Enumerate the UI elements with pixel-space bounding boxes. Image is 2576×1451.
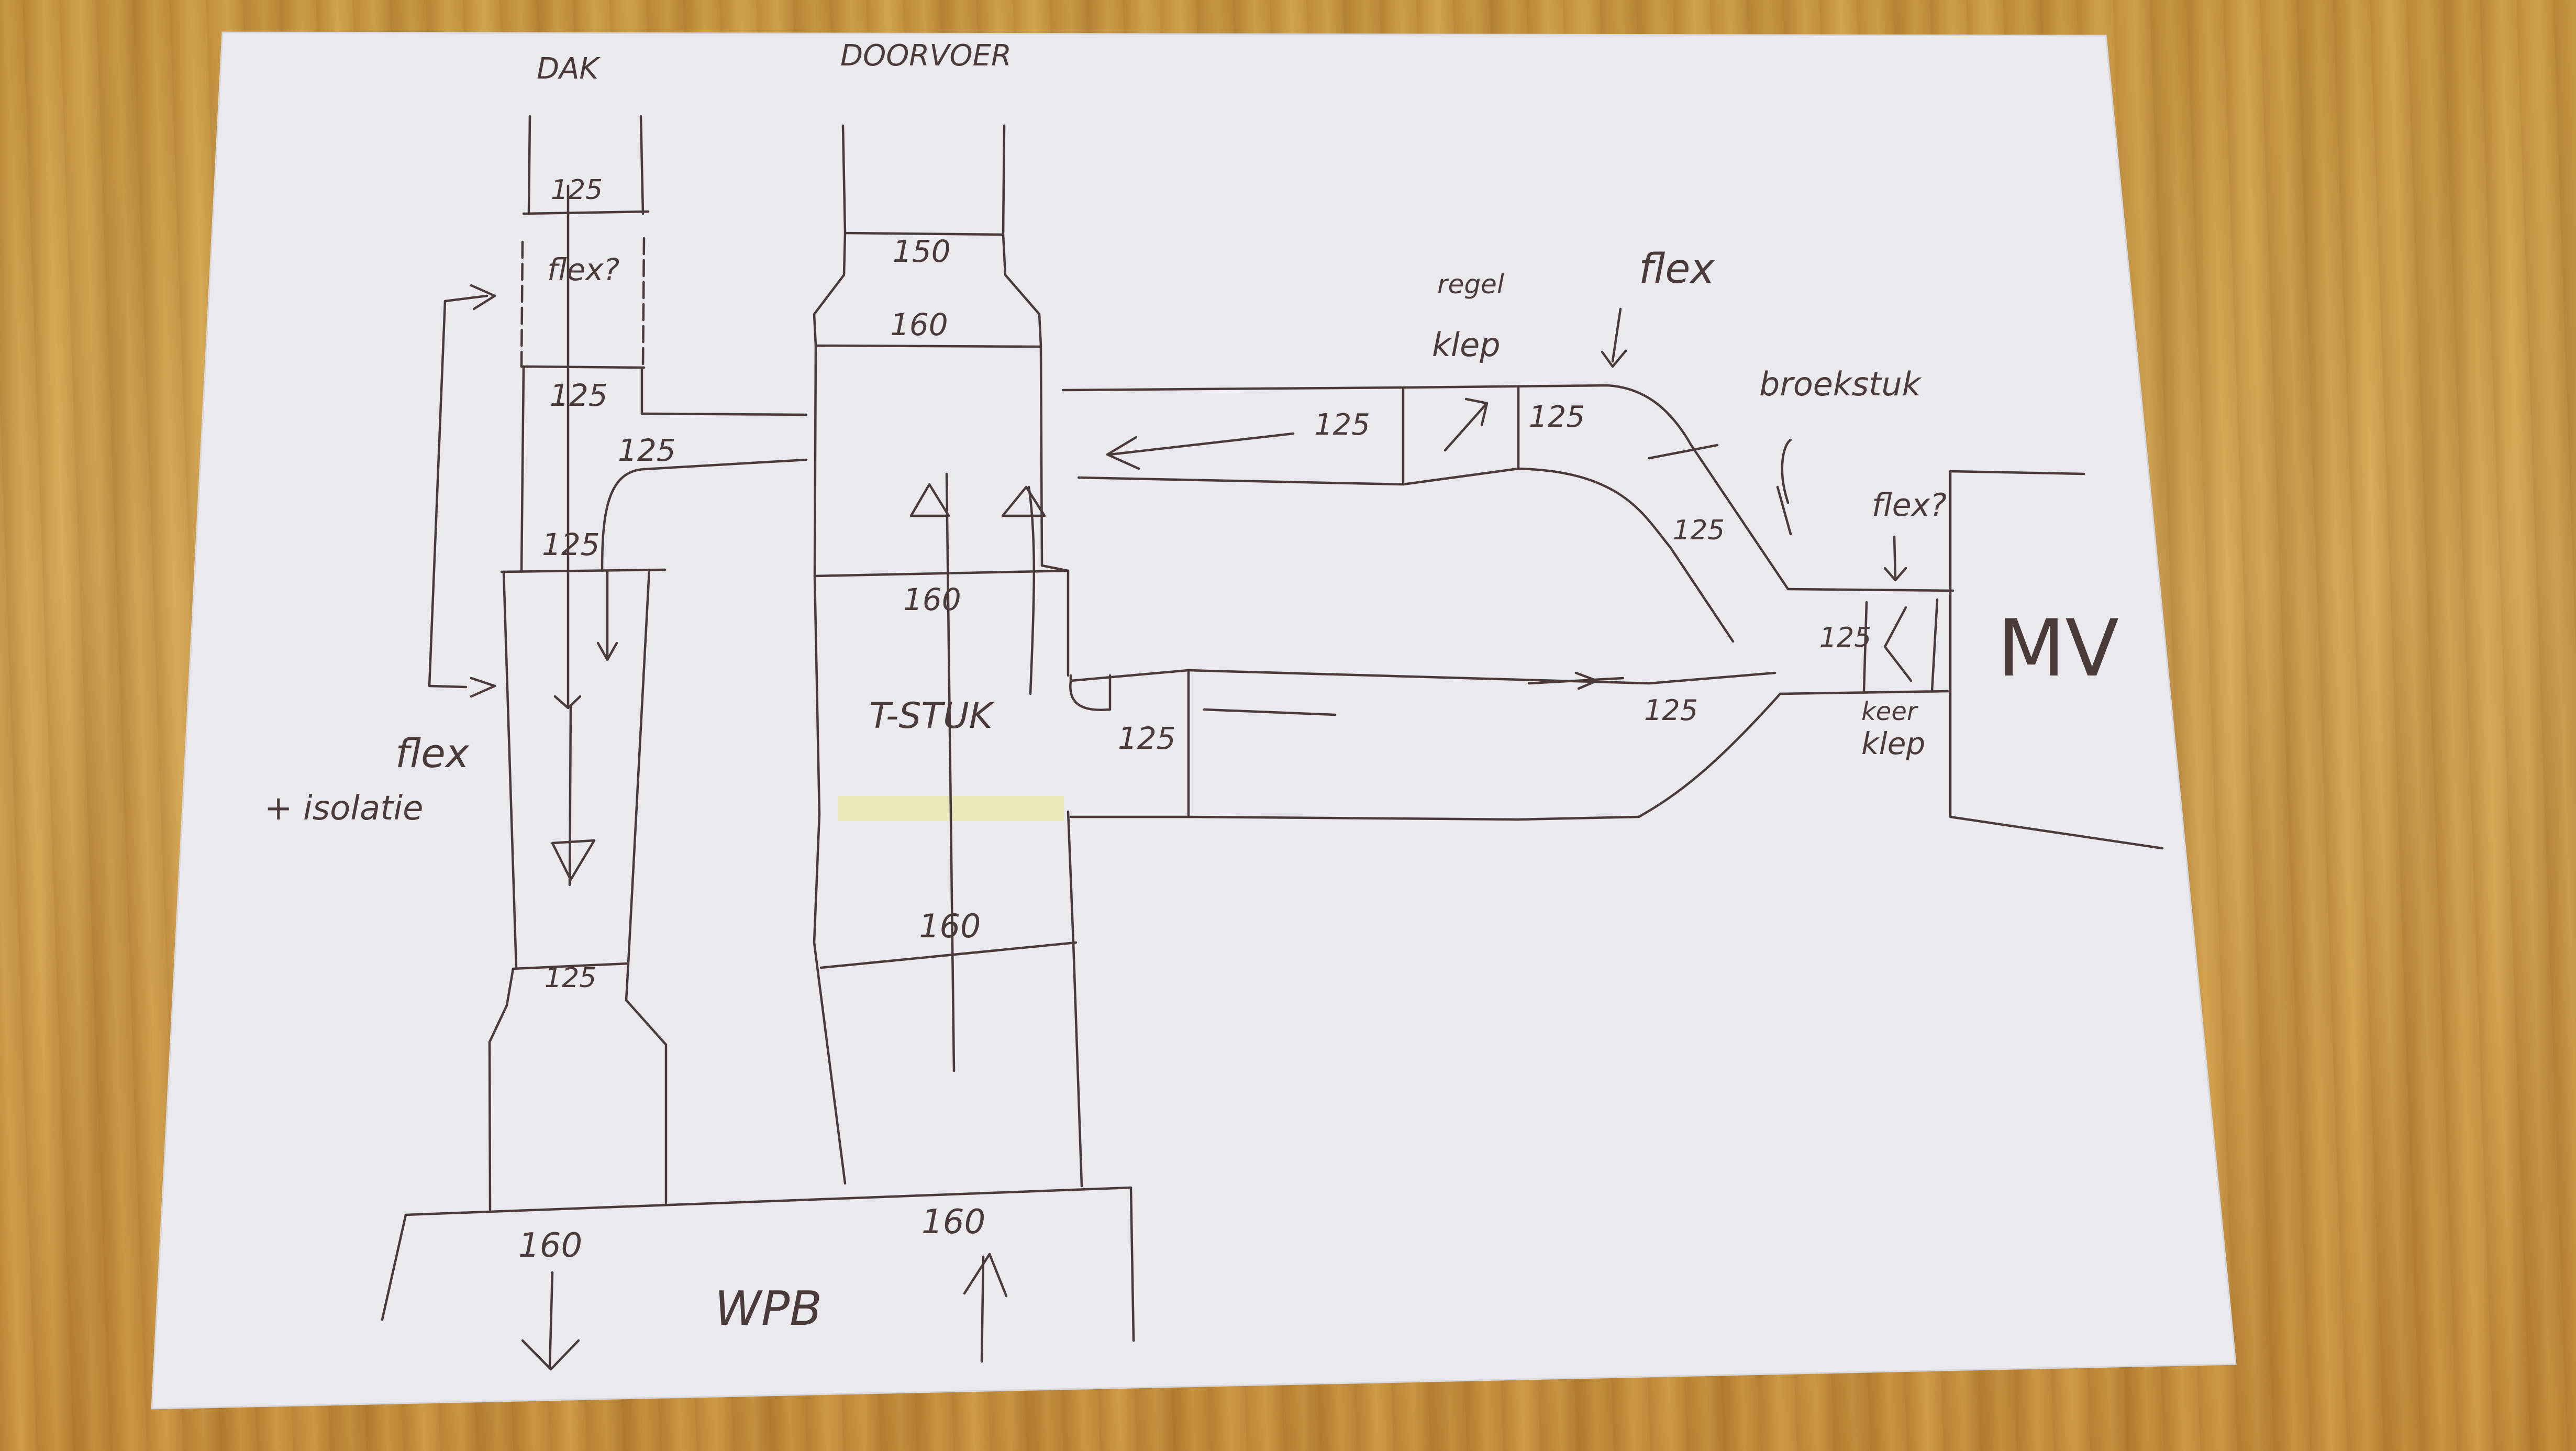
label-flex-mv: flex? <box>1872 487 1947 524</box>
dim-doorvoer-reducer: 160 <box>890 307 948 342</box>
dim-dak-reducer: 125 <box>545 962 596 994</box>
wpb-box <box>381 1186 1135 1371</box>
label-wpb: WPB <box>715 1281 822 1336</box>
dim-broek-upper: 125 <box>1673 515 1725 546</box>
paper-sheet <box>151 31 2237 1410</box>
dim-branch: 125 <box>618 433 676 468</box>
label-doorvoer: DOORVOER <box>840 39 1012 73</box>
dim-lower-duct-right: 125 <box>1644 694 1698 727</box>
label-broekstuk: broekstuk <box>1759 365 1922 403</box>
label-mv: MV <box>1997 603 2119 694</box>
dim-broek-inlet: 125 <box>1819 622 1871 653</box>
dim-dak-flex-bottom: 125 <box>550 378 608 413</box>
label-regel: regel <box>1437 269 1504 300</box>
label-keerklep-2: klep <box>1861 726 1925 761</box>
dim-dak-top: 125 <box>551 174 603 206</box>
dim-doorvoer-mid: 160 <box>903 582 961 617</box>
dim-doorvoer-top: 150 <box>893 234 951 269</box>
label-tstuk: T-STUK <box>869 695 995 737</box>
dim-upper-duct: 125 <box>1314 408 1370 442</box>
dim-lower-duct: 125 <box>1118 721 1176 756</box>
label-flex-right: flex <box>1639 246 1715 293</box>
label-flex-isolatie-2: + isolatie <box>264 789 424 828</box>
dim-dak-lower: 125 <box>542 527 600 562</box>
label-keerklep-1: keer <box>1861 697 1919 726</box>
broekstuk-and-mv <box>1786 470 2164 850</box>
dim-after-klep: 125 <box>1529 400 1585 434</box>
dim-wpb-right: 160 <box>921 1203 985 1242</box>
dak-duct <box>428 115 808 1211</box>
doorvoer-duct <box>813 124 1112 1188</box>
label-klep: klep <box>1432 326 1501 364</box>
dim-doorvoer-low: 160 <box>919 907 981 945</box>
dim-wpb-left: 160 <box>518 1226 582 1265</box>
upper-duct <box>1061 307 1792 643</box>
lower-duct <box>1069 669 1949 821</box>
label-flex-isolatie-1: flex <box>395 730 470 777</box>
label-dak: DAK <box>537 52 601 86</box>
label-flex-top: flex? <box>547 252 619 287</box>
